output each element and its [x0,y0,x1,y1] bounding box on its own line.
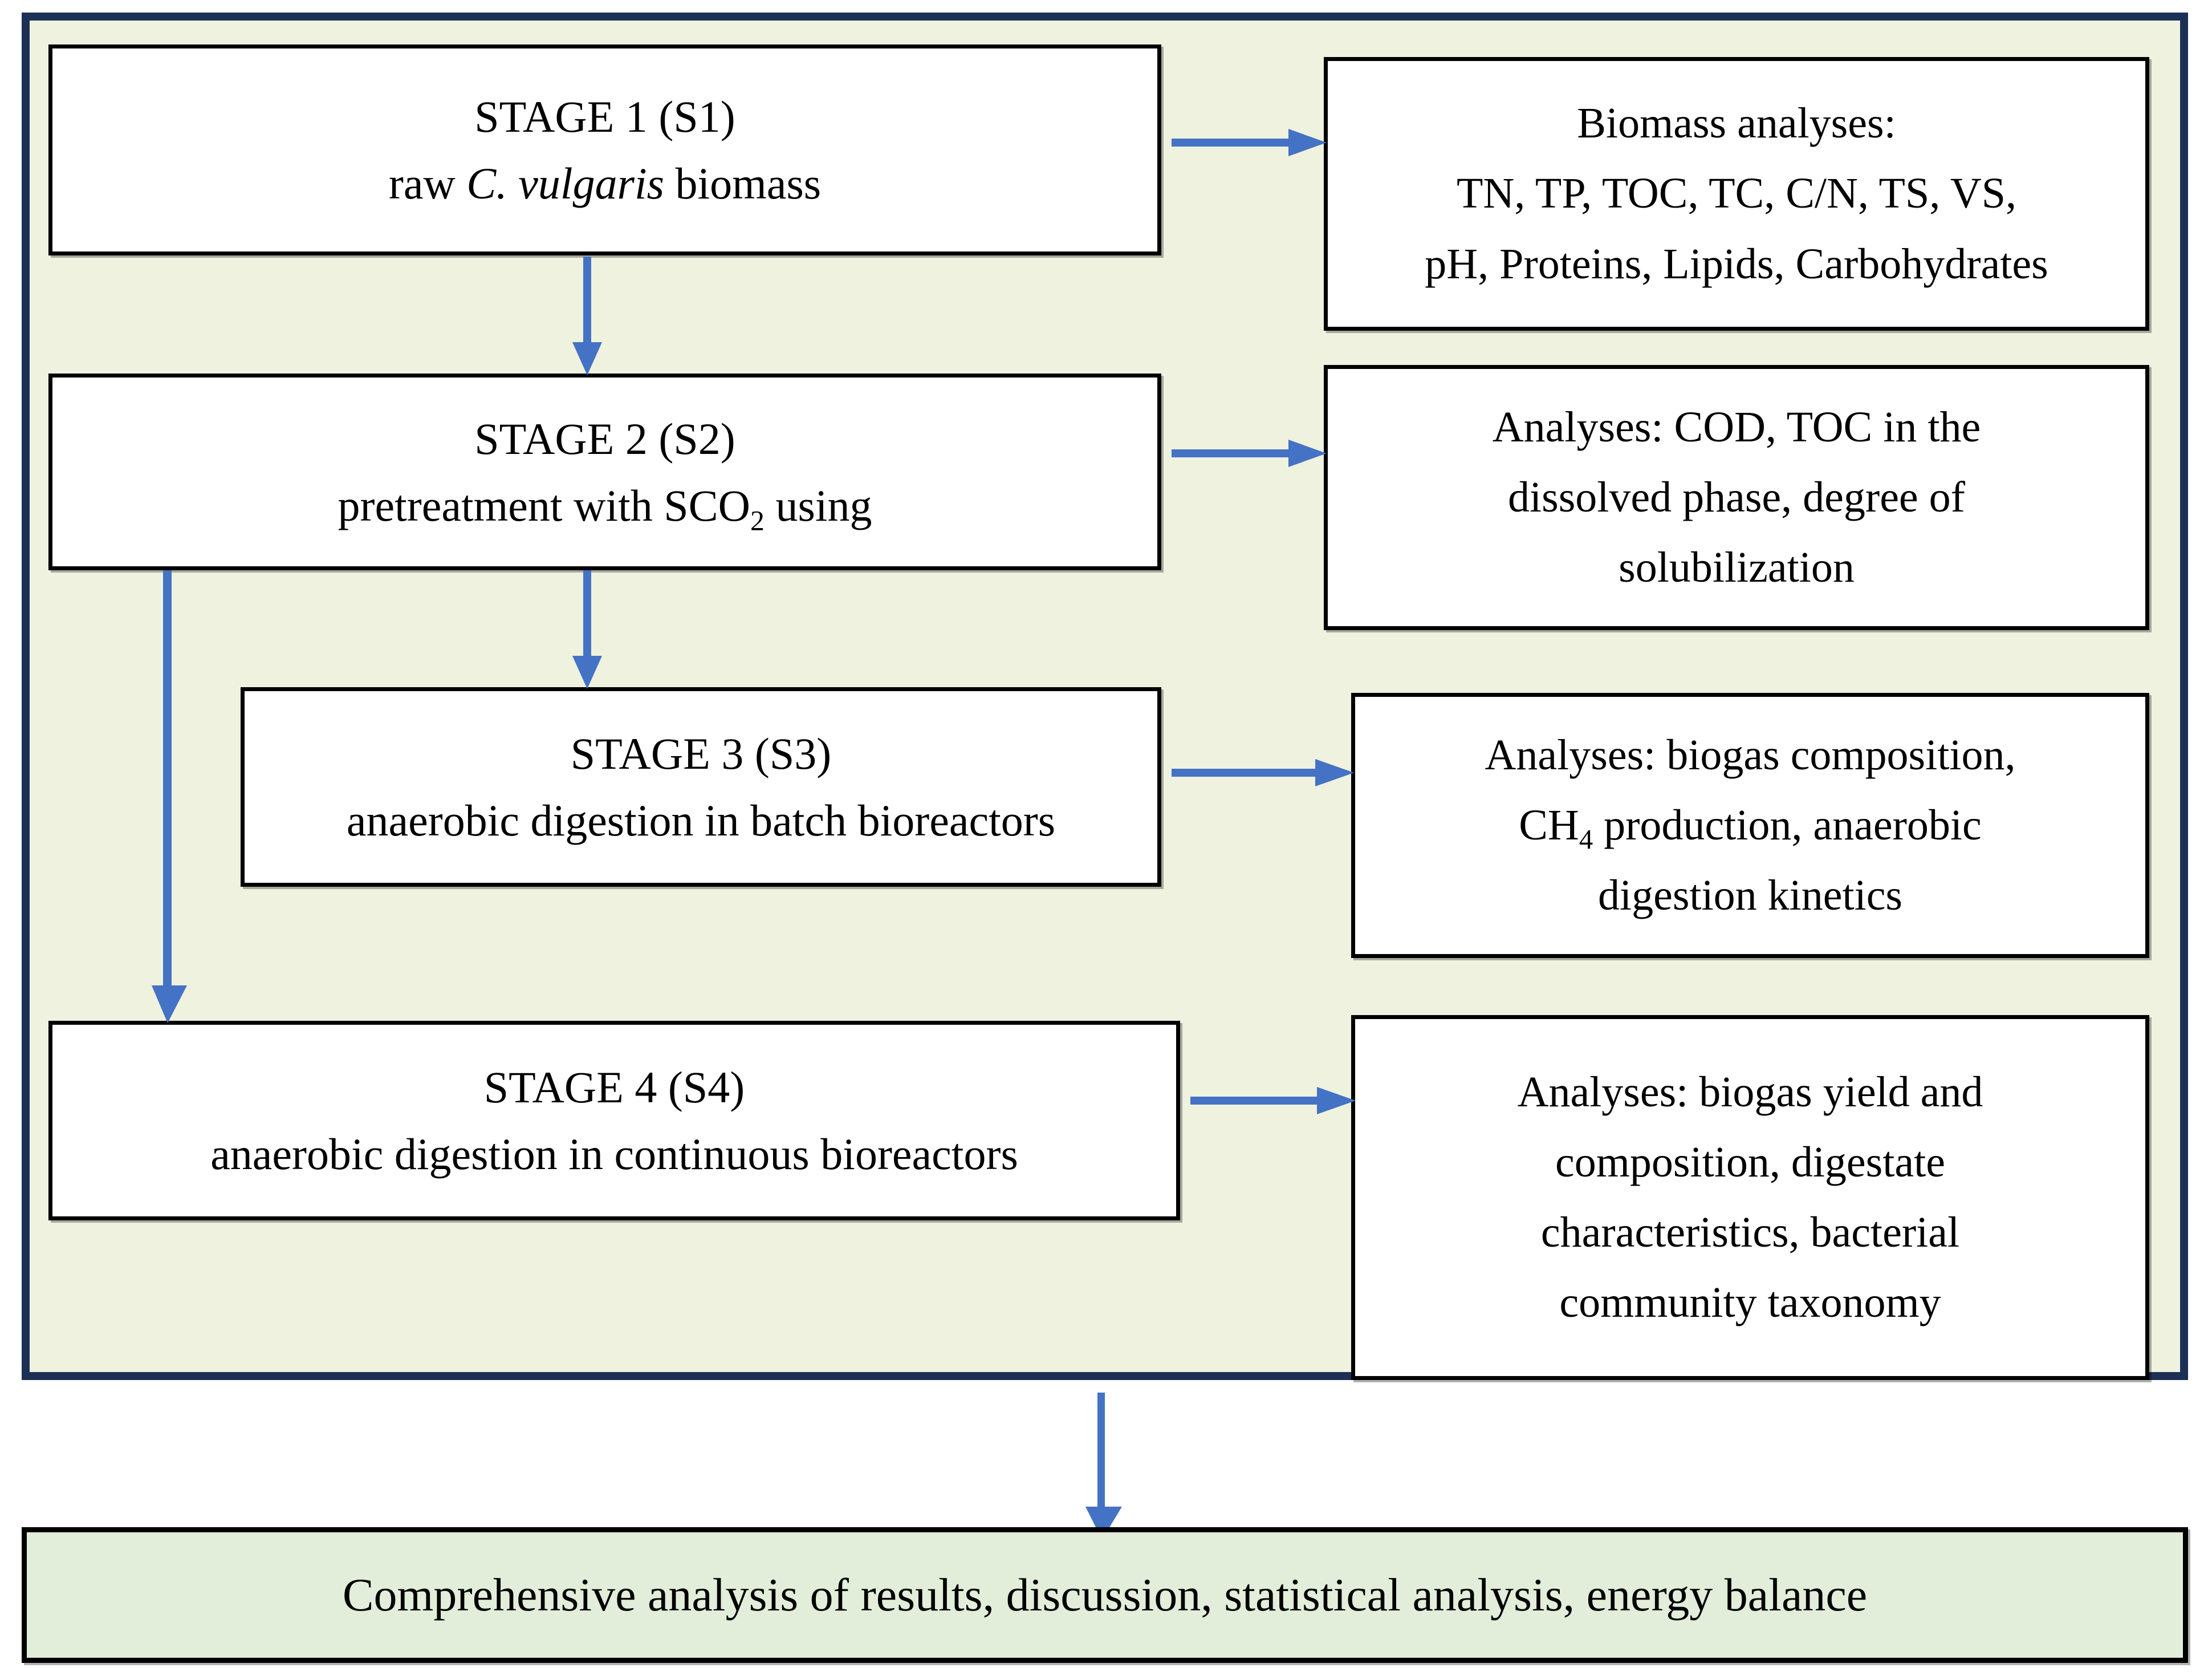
analysis-box-s4[interactable]: Analyses: biogas yield and composition, … [1351,1015,2149,1380]
analysis-s2-line-1: Analyses: COD, TOC in the [1492,403,1981,451]
analysis-s3-line-2: CH4 production, anaerobic [1519,790,1982,861]
analysis-s3-line-3: digestion kinetics [1597,871,1903,920]
stage-box-s1[interactable]: STAGE 1 (S1) raw C. vulgaris biomass [48,44,1161,255]
stage-s4-description: anaerobic digestion in continuous biorea… [210,1129,1018,1179]
stage-box-s3[interactable]: STAGE 3 (S3) anaerobic digestion in batc… [241,687,1161,887]
stage-s2-desc-pre: pretreatment with SCO [338,480,751,530]
stage-s1-heading: STAGE 1 (S1) [474,92,735,141]
stage-s1-desc-pre: raw [388,159,467,208]
stage-s1-description: raw C. vulgaris biomass [389,150,821,217]
arrow-s2-to-s3 [564,570,610,690]
arrow-s1-to-s2 [564,257,610,376]
analysis-s4-line-2: composition, digestate [1555,1138,1945,1186]
arrow-s2-to-analysis [1172,425,1331,482]
summary-text: Comprehensive analysis of results, discu… [342,1569,1868,1621]
stage-s2-description: pretreatment with SCO2 using [338,472,872,539]
analysis-box-s2[interactable]: Analyses: COD, TOC in the dissolved phas… [1324,365,2149,630]
analysis-s1-line-3: pH, Proteins, Lipids, Carbohydrates [1425,240,2048,288]
analysis-box-s3[interactable]: Analyses: biogas composition, CH4 produc… [1351,693,2149,958]
arrow-s4-to-analysis [1190,1072,1361,1129]
analysis-s1-line-2: TN, TP, TOC, TC, C/N, TS, VS, [1457,169,2016,218]
analysis-s3-ch4-subscript: 4 [1579,824,1593,855]
analysis-s4-line-4: community taxonomy [1559,1279,1941,1327]
stage-s2-desc-subscript: 2 [750,505,765,537]
stage-s2-heading: STAGE 2 (S2) [474,413,735,464]
analysis-s2-line-3: solubilization [1619,543,1855,592]
analysis-s4-line-1: Analyses: biogas yield and [1517,1068,1983,1116]
stage-s1-desc-species: C. vulgaris [466,159,664,208]
stage-s3-heading: STAGE 3 (S3) [570,729,832,778]
stage-s1-desc-post: biomass [664,159,822,208]
arrow-s1-to-analysis [1172,114,1331,171]
stage-s3-description: anaerobic digestion in batch bioreactors [346,796,1056,845]
analysis-s3-line-1: Analyses: biogas composition, [1485,731,2016,779]
analysis-s3-ch4-post: production, anaerobic [1593,801,1982,849]
stage-s4-heading: STAGE 4 (S4) [483,1062,745,1112]
stage-box-s2[interactable]: STAGE 2 (S2) pretreatment with SCO2 usin… [48,374,1161,570]
analysis-box-s1[interactable]: Biomass analyses: TN, TP, TOC, TC, C/N, … [1324,57,2149,331]
analysis-s4-line-3: characteristics, bacterial [1540,1208,1960,1256]
analysis-s1-line-1: Biomass analyses: [1577,99,1896,148]
stage-box-s4[interactable]: STAGE 4 (S4) anaerobic digestion in cont… [48,1021,1180,1220]
arrow-s3-to-analysis [1172,744,1360,801]
analysis-s3-ch4-pre: CH [1519,801,1579,849]
arrow-to-summary [1080,1393,1132,1540]
summary-box[interactable]: Comprehensive analysis of results, discu… [22,1527,2188,1663]
analysis-s2-line-2: dissolved phase, degree of [1508,473,1965,521]
stage-s2-desc-post: using [764,480,872,530]
arrow-s2-to-s4 [137,570,205,1026]
